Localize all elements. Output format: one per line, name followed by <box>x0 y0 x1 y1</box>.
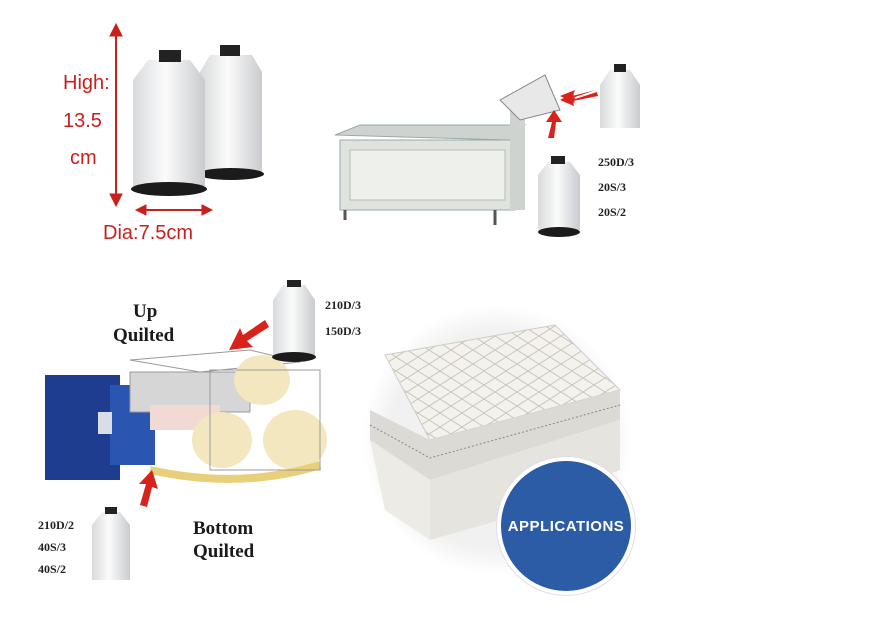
spec-label: 20S/3 <box>598 180 627 194</box>
red-arrow-icon <box>546 90 598 138</box>
height-value: 13.5 <box>63 110 102 132</box>
spec-label: 210D/3 <box>325 298 361 312</box>
thread-spool-icon <box>131 45 264 196</box>
quilting-machine-image <box>45 349 327 483</box>
applications-badge: APPLICATIONS <box>497 457 635 595</box>
quilted-label: Quilted <box>113 325 175 346</box>
bottom-label: Bottom <box>193 518 254 539</box>
height-unit: cm <box>70 147 97 169</box>
thread-spool-icon <box>92 507 130 580</box>
spec-label: 40S/3 <box>38 540 67 554</box>
height-label: High: <box>63 72 110 94</box>
tape-edge-machine-image <box>334 74 561 225</box>
spec-label: 150D/3 <box>325 324 361 338</box>
applications-label: APPLICATIONS <box>507 517 625 535</box>
diameter-label: Dia:7.5cm <box>103 222 194 244</box>
thread-spool-icon <box>272 280 316 362</box>
up-label: Up <box>133 301 158 322</box>
dimension-arrows <box>109 22 214 216</box>
spec-label: 210D/2 <box>38 518 74 532</box>
thread-spool-icon <box>538 156 580 237</box>
thread-spool-icon <box>600 64 640 128</box>
spec-label: 250D/3 <box>598 155 634 169</box>
spec-label: 20S/2 <box>598 205 627 219</box>
quilted-label: Quilted <box>193 541 255 562</box>
red-arrow-icon <box>139 320 269 507</box>
spec-label: 40S/2 <box>38 562 67 576</box>
